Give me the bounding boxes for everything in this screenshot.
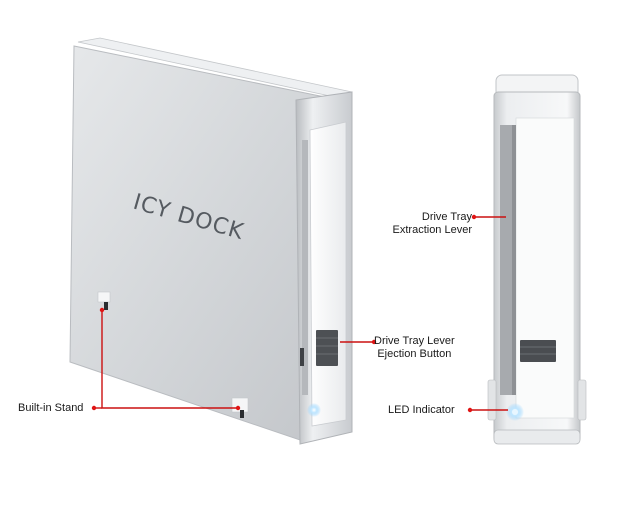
label-extraction-line1: Drive Tray (421, 211, 472, 223)
callout-lines (94, 216, 508, 411)
label-drive-tray-lever-ejection: Drive Tray Lever Ejection Button (374, 335, 455, 361)
perspective-ejection-button (316, 330, 338, 366)
built-in-stand-rear (97, 291, 111, 310)
label-drive-tray-extraction: Drive Tray Extraction Lever (392, 211, 472, 237)
enclosure-perspective-view: ICY DOCK (69, 37, 353, 445)
enclosure-side-panel (69, 45, 331, 441)
label-extraction-line2: Extraction Lever (392, 224, 472, 236)
label-led-indicator: LED Indicator (388, 404, 455, 416)
front-view-extraction-lever (500, 125, 512, 395)
perspective-extraction-lever (302, 140, 308, 395)
enclosure-front-panel (309, 121, 347, 427)
callout-dots (91, 214, 477, 413)
enclosure-front-view (487, 74, 587, 445)
front-view-panel (515, 117, 575, 419)
label-ejection-line2: Ejection Button (377, 348, 452, 360)
front-view-ejection-button (520, 340, 556, 362)
perspective-led (307, 403, 321, 417)
label-built-in-stand: Built-in Stand (18, 402, 84, 414)
label-ejection-line1: Drive Tray Lever (374, 335, 455, 347)
